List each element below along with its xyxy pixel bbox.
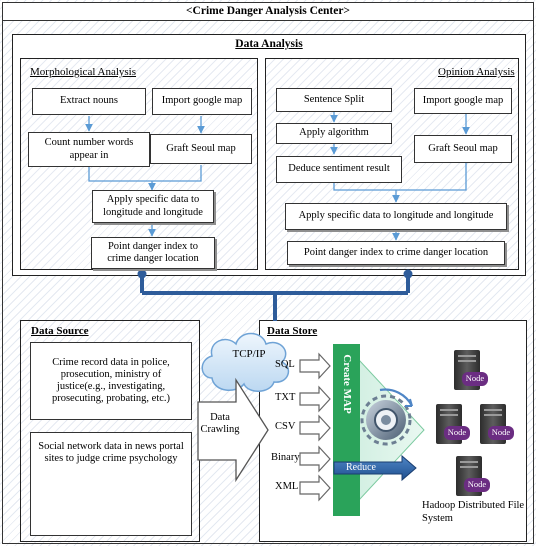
format-txt: TXT — [275, 392, 296, 403]
morph-apply-text: Apply specific data to longitude and lon… — [103, 194, 203, 218]
crime-record-box: Crime record data in police, prosecution… — [30, 342, 192, 420]
format-binary: Binary — [271, 452, 300, 463]
opinion-arrows — [330, 112, 470, 241]
header-bar — [3, 3, 533, 21]
extract-nouns-box: Extract nouns — [32, 88, 146, 115]
tcpip-label: TCP/IP — [232, 348, 266, 360]
analysis-connector — [140, 274, 410, 321]
header-title: <Crime Danger Analysis Center> — [186, 5, 350, 17]
format-sql: SQL — [275, 359, 295, 370]
format-csv: CSV — [275, 421, 296, 432]
opinion-graft-map-box: Graft Seoul map — [414, 135, 512, 163]
reduce-label: Reduce — [346, 462, 376, 473]
opinion-import-map-box: Import google map — [414, 88, 512, 114]
opinion-graft-map-text: Graft Seoul map — [428, 142, 498, 154]
hdfs-label: Hadoop Distributed File System — [422, 500, 525, 524]
crime-record-text: Crime record data in police, prosecution… — [51, 356, 171, 405]
connector-dot-left — [137, 269, 147, 279]
data-crawling-arrow — [197, 377, 269, 483]
create-map-label: Create MAP — [341, 354, 353, 414]
opinion-apply-box: Apply specific data to longitude and lon… — [285, 203, 507, 230]
sentence-split-box: Sentence Split — [276, 88, 392, 112]
morph-import-map-text: Import google map — [161, 95, 243, 107]
morph-import-map-box: Import google map — [152, 88, 252, 115]
deduce-sentiment-text: Deduce sentiment result — [288, 163, 390, 175]
tcpip-cloud — [201, 332, 290, 392]
morph-apply-box: Apply specific data to longitude and lon… — [92, 190, 214, 223]
connector-dot-right — [403, 269, 413, 279]
create-map-bar — [333, 344, 360, 516]
morph-graft-map-box: Graft Seoul map — [150, 134, 252, 164]
node-label-3: Node — [491, 427, 511, 437]
morph-point-box: Point danger index to crime danger locat… — [91, 237, 215, 269]
morphological-arrows — [85, 116, 205, 237]
count-words-text: Count number words appear in — [44, 137, 134, 161]
node-label-2: Node — [447, 427, 467, 437]
reduce-arrow — [333, 454, 417, 482]
morph-graft-map-text: Graft Seoul map — [166, 142, 236, 154]
opinion-apply-text: Apply specific data to longitude and lon… — [298, 210, 494, 222]
opinion-import-map-text: Import google map — [422, 94, 504, 106]
apply-algorithm-text: Apply algorithm — [299, 127, 369, 139]
count-words-box: Count number words appear in — [28, 132, 150, 167]
extract-nouns-text: Extract nouns — [59, 95, 119, 107]
data-analysis-title: Data Analysis — [235, 38, 303, 50]
node-label-1: Node — [465, 373, 485, 383]
data-store-title: Data Store — [267, 325, 318, 337]
deduce-sentiment-box: Deduce sentiment result — [276, 156, 402, 183]
apply-algorithm-box: Apply algorithm — [276, 123, 392, 144]
opinion-point-box: Point danger index to crime danger locat… — [287, 241, 505, 265]
node-label-4: Node — [467, 479, 487, 489]
data-source-title: Data Source — [31, 325, 89, 337]
gear-icon — [360, 388, 413, 446]
server-icons — [436, 350, 514, 496]
sentence-split-text: Sentence Split — [303, 93, 365, 105]
social-network-box: Social network data in news portal sites… — [30, 432, 192, 536]
opinion-label: Opinion Analysis — [438, 66, 515, 78]
data-crawling-label: Data Crawling — [200, 412, 240, 436]
format-arrows — [299, 352, 331, 502]
opinion-point-text: Point danger index to crime danger locat… — [303, 246, 489, 258]
morph-point-text: Point danger index to crime danger locat… — [107, 240, 199, 264]
morphological-label: Morphological Analysis — [30, 66, 137, 78]
format-xml: XML — [275, 481, 299, 492]
social-network-text: Social network data in news portal sites… — [38, 441, 184, 465]
